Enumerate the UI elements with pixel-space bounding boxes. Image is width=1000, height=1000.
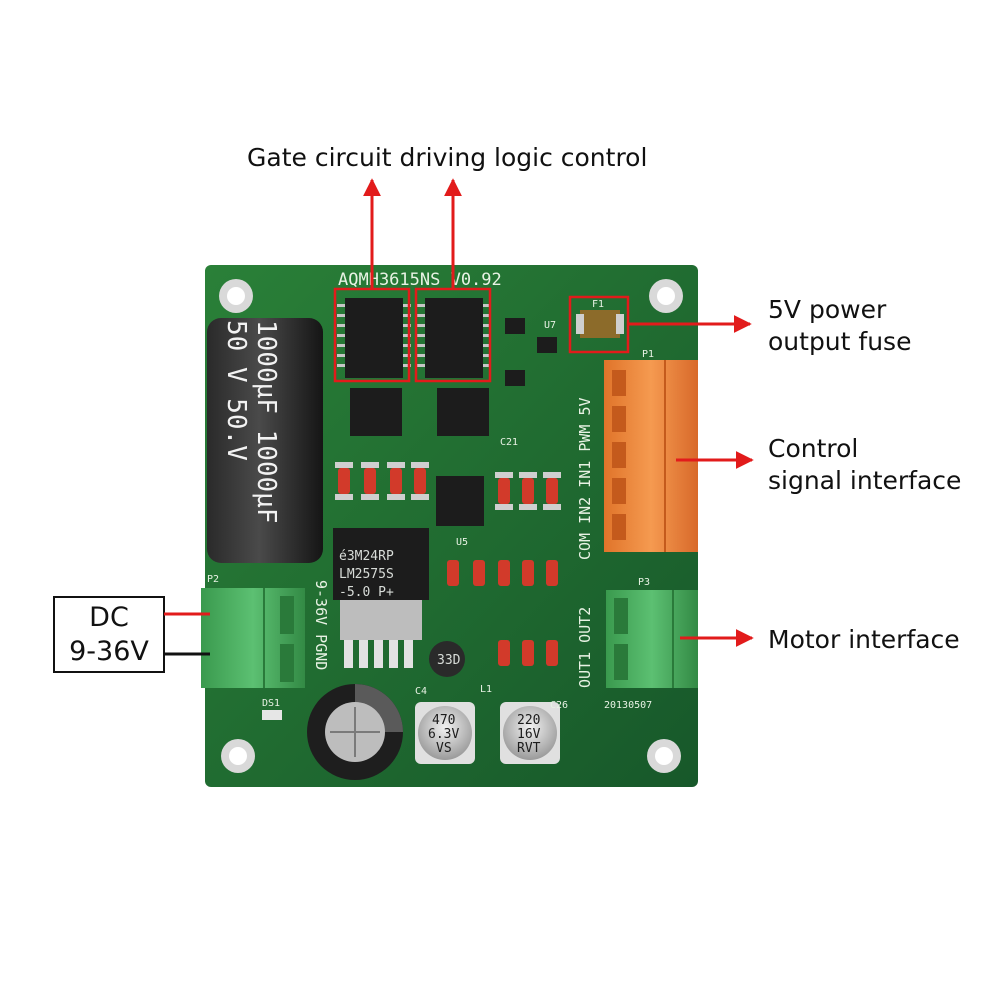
- mosfet-chip: [350, 388, 402, 436]
- p2-label: P2: [207, 574, 219, 585]
- pcb-board: AQMH3615NS V0.92 1000µF 1000µF 50 V 50.V: [201, 265, 698, 787]
- gate-circuit-annotation: Gate circuit driving logic control: [247, 143, 647, 383]
- logic-ic: [436, 476, 484, 526]
- cap-470-voltage: 6.3V: [428, 727, 459, 742]
- c26-label: C26: [550, 700, 568, 711]
- mounting-holes: [219, 279, 683, 773]
- led-ds1: [262, 710, 282, 720]
- smd-capacitor-220: 220 16V RVT C26: [500, 700, 568, 764]
- transistor: [505, 318, 525, 334]
- fuse-label-line1: 5V power: [768, 295, 887, 324]
- control-pin-labels: COM IN2 IN1 PWM 5V: [576, 397, 594, 560]
- motor-label: Motor interface: [768, 625, 960, 654]
- bulk-capacitor-voltage: 50 V 50.V: [221, 320, 251, 461]
- bulk-capacitor-rating: 1000µF 1000µF: [251, 320, 281, 524]
- l1-label: L1: [480, 684, 492, 695]
- regulator-marking-1: é3M24RP: [339, 549, 394, 564]
- u5-label: U5: [456, 537, 468, 548]
- board-model-label: AQMH3615NS V0.92: [338, 270, 502, 290]
- regulator-marking-2: LM2575S: [339, 567, 394, 582]
- fuse-label-line2: output fuse: [768, 327, 911, 356]
- gate-driver-ic-right: [417, 298, 491, 378]
- mosfet-chip: [437, 388, 489, 436]
- cap-220-value: 220: [517, 713, 540, 728]
- transistor: [505, 370, 525, 386]
- smd-capacitor-470: 470 6.3V VS C4: [415, 686, 475, 764]
- dc-label-line1: DC: [89, 602, 129, 633]
- cap-220-series: RVT: [517, 741, 541, 756]
- dc-input-annotation: DC 9-36V: [53, 596, 210, 673]
- gate-circuit-label: Gate circuit driving logic control: [247, 143, 647, 172]
- cap-220-voltage: 16V: [517, 727, 541, 742]
- fuse-component: F1: [576, 299, 624, 338]
- control-signal-terminal: P1: [604, 349, 698, 552]
- u7-label: U7: [544, 320, 556, 331]
- f1-label: F1: [592, 299, 604, 310]
- inductor-marking: 33D: [437, 653, 461, 668]
- gate-driver-ic-left: [337, 298, 411, 378]
- control-label-line1: Control: [768, 434, 858, 463]
- dc-label-line2: 9-36V: [69, 636, 149, 667]
- motor-annotation: Motor interface: [680, 625, 960, 654]
- control-annotation: Control signal interface: [676, 434, 961, 495]
- power-pin-labels: 9-36V PGND: [312, 580, 330, 670]
- inductor: 33D L1: [429, 641, 492, 695]
- control-label-line2: signal interface: [768, 466, 961, 495]
- p1-label: P1: [642, 349, 654, 360]
- bulk-capacitor: 1000µF 1000µF 50 V 50.V: [207, 318, 323, 563]
- transistor: [537, 337, 557, 353]
- board-date-code: 20130507: [604, 700, 652, 711]
- motor-terminal: P3: [606, 577, 698, 688]
- output-capacitor: [307, 684, 403, 780]
- cap-470-series: VS: [436, 741, 452, 756]
- motor-pin-labels: OUT1 OUT2: [576, 607, 594, 688]
- c21-label: C21: [500, 437, 518, 448]
- resistor-array: [335, 462, 561, 510]
- diode-array: [338, 468, 558, 666]
- cap-470-value: 470: [432, 713, 455, 728]
- regulator-marking-3: -5.0 P+: [339, 585, 394, 600]
- dc-input-box: [53, 596, 165, 673]
- p3-label: P3: [638, 577, 650, 588]
- c4-label: C4: [415, 686, 427, 697]
- fuse-annotation: 5V power output fuse: [568, 295, 911, 356]
- ds1-label: DS1: [262, 698, 280, 709]
- power-input-terminal: P2: [201, 574, 305, 688]
- voltage-regulator: é3M24RP LM2575S -5.0 P+: [333, 528, 429, 668]
